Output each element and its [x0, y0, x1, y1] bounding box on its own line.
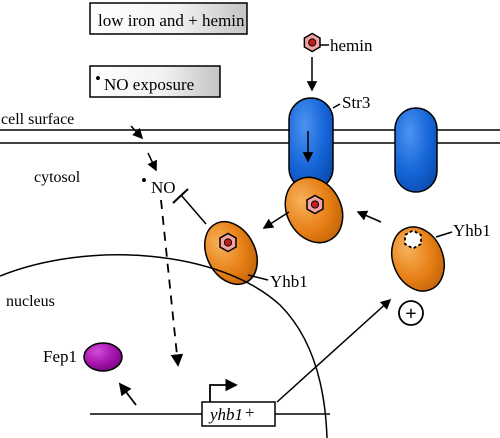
nuclear-envelope [0, 254, 328, 438]
yhb1-heme-bound-center [284, 176, 344, 244]
no-exposure-radical-dot: • [95, 69, 101, 88]
hexagon-heme-icon [219, 232, 237, 253]
fep1-release-arrow [118, 382, 137, 406]
dashed-hexagon-heme-icon [404, 229, 422, 250]
plus-circle-icon: + [398, 300, 424, 326]
no-exposure-box-frame [89, 65, 221, 98]
no-radical-dot: • [141, 171, 147, 190]
yhb1-apo-right [390, 226, 446, 292]
second-transporter [394, 107, 438, 193]
yhb1-gene-label: yhb1+ [208, 403, 255, 424]
heme-transfer-arrow [262, 211, 290, 229]
hexagon-heme-icon [306, 194, 324, 215]
hexagon-heme-icon [303, 32, 321, 53]
yhb1-right-label-leader [435, 231, 453, 238]
cytosol-label: cytosol [34, 169, 81, 186]
no-molecule-label: NO [151, 178, 176, 197]
transcription-start-arrow [209, 378, 238, 402]
yhb1-induction-arrow [276, 298, 392, 403]
hemin-molecule: hemin [303, 32, 373, 55]
no-entry-arrow-inner [147, 152, 157, 172]
no-inhibition-bar [172, 188, 189, 204]
condition-box-frame [89, 2, 248, 35]
yhb1-heme-bound-left [203, 221, 259, 285]
no-inhibition-line [180, 194, 207, 225]
str3-transporter [288, 97, 334, 191]
yhb1-inhibited-label: Yhb1 [270, 272, 308, 291]
fep1-label: Fep1 [43, 347, 77, 366]
condition-box-label: low iron and + hemin [98, 11, 245, 30]
heme-binding-arrow [356, 210, 382, 223]
cell-surface-label: cell surface [1, 111, 74, 128]
fep1-repressor [83, 342, 123, 372]
condition-box: low iron and + hemin [89, 2, 248, 35]
induction-plus-sign: + [405, 303, 416, 325]
str3-label-leader [332, 103, 341, 109]
yhb1-left-label-leader [247, 274, 269, 281]
hemin-label: hemin [330, 36, 373, 55]
nucleus-label: nucleus [6, 293, 55, 310]
no-entry-arrow-outer [130, 125, 144, 140]
yhb1-gene-box [201, 401, 276, 427]
no-nuclear-signal-arrow [160, 199, 184, 367]
yhb1-induced-label: Yhb1 [453, 221, 491, 240]
no-exposure-box: • NO exposure [89, 65, 221, 98]
str3-label: Str3 [342, 93, 370, 112]
no-exposure-label: NO exposure [104, 75, 194, 94]
